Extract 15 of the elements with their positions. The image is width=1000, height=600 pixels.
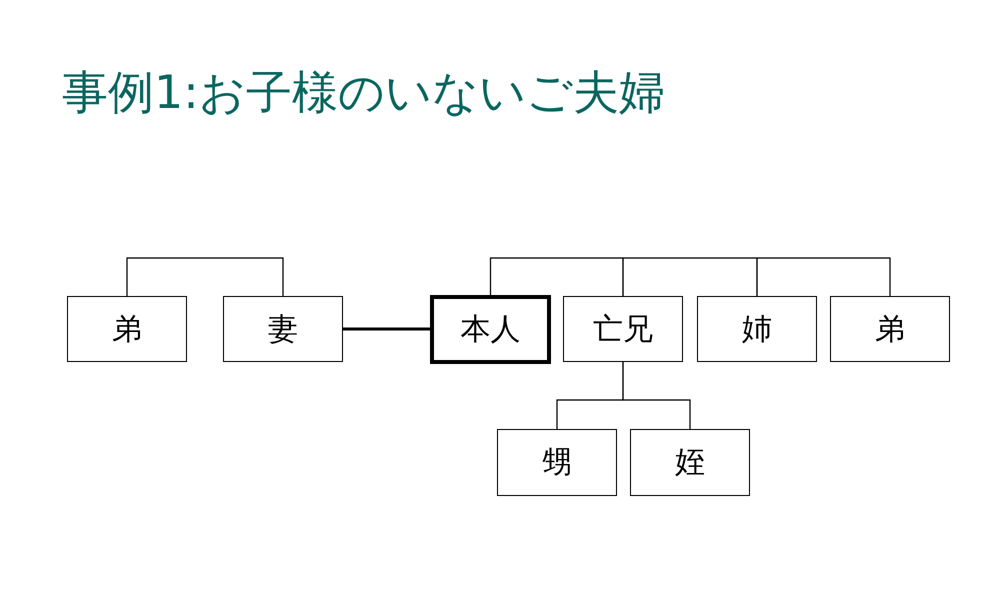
person-box: 弟 [67,296,187,362]
person-box: 弟 [830,296,950,362]
connector-line [756,257,891,296]
person-box: 姪 [630,429,750,496]
person-box: 姉 [697,296,817,362]
connector-line [622,257,758,296]
connector-line [622,362,691,429]
person-box: 亡兄 [563,296,683,362]
connector-line [490,257,624,296]
person-box: 甥 [497,429,617,496]
connector-line [126,257,284,296]
person-box: 妻 [223,296,343,362]
connector-line [343,328,430,330]
person-box: 本人 [430,295,551,364]
title: 事例1:お子様のいないご夫婦 [62,64,665,121]
